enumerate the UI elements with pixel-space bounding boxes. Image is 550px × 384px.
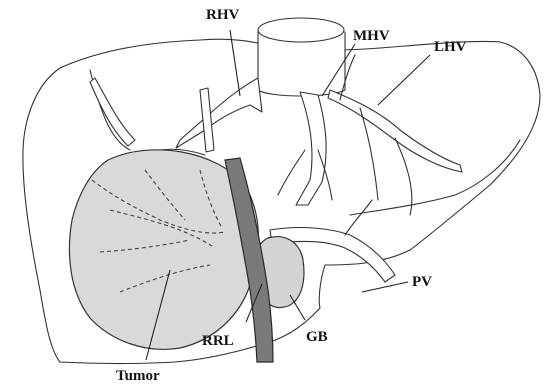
- right-branch-1: [90, 78, 135, 146]
- rhv-vessel: [176, 78, 262, 148]
- lhv-leader: [378, 55, 430, 105]
- pv-branch: [345, 200, 372, 235]
- mhv-label: MHV: [353, 28, 390, 44]
- gb-label: GB: [306, 329, 328, 345]
- lhv-vessel: [328, 90, 462, 172]
- pv-label: PV: [412, 274, 432, 290]
- pv-leader: [362, 282, 408, 292]
- ivc-top: [258, 18, 344, 42]
- lhv-label: LHV: [434, 39, 467, 55]
- mhv-branch-1: [278, 150, 305, 195]
- rhv-label: RHV: [206, 7, 240, 23]
- tumor-label: Tumor: [116, 368, 160, 384]
- rrl-label: RRL: [202, 333, 234, 349]
- mhv-vessel: [296, 92, 326, 205]
